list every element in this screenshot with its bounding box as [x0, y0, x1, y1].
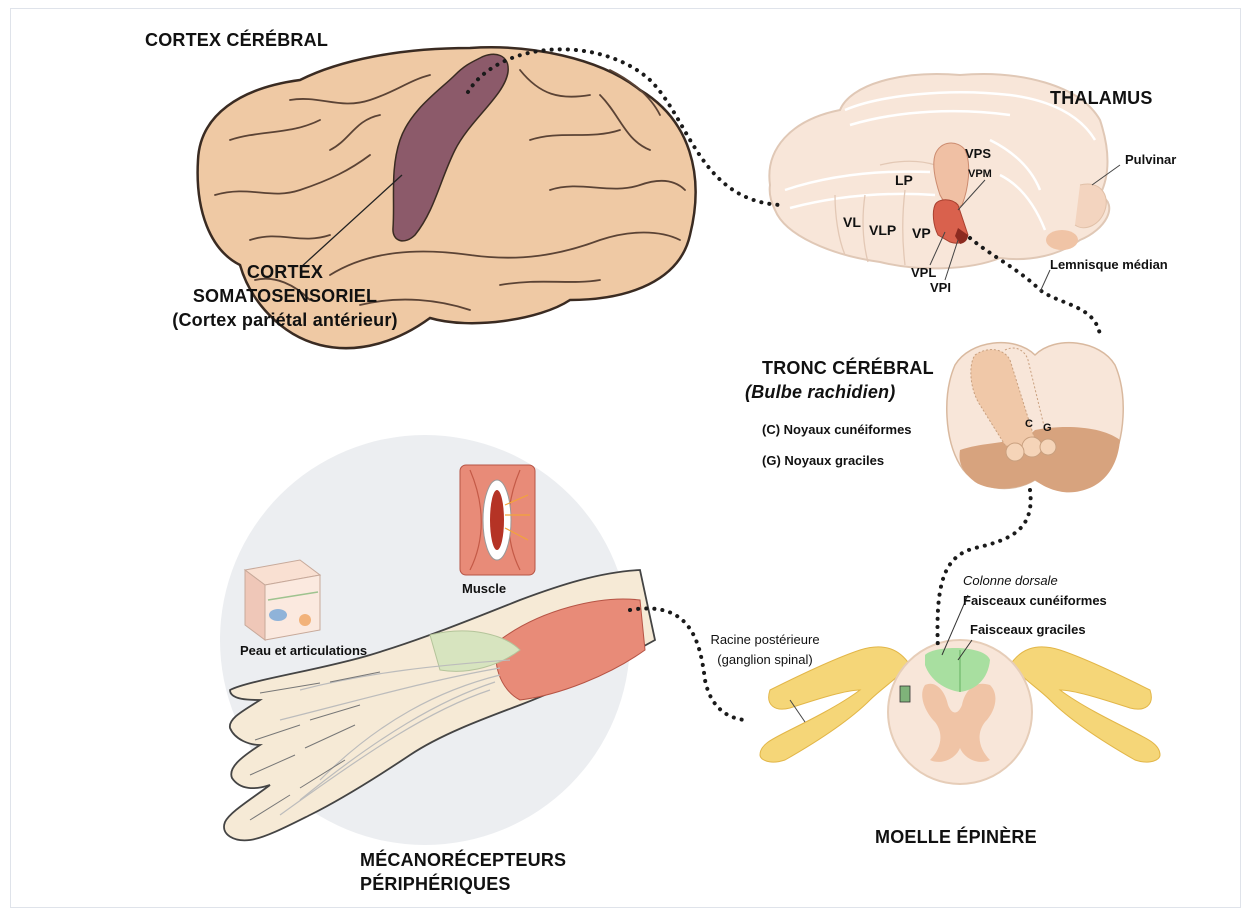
spinal-cord-illustration [760, 595, 1160, 784]
nucleus-cuneatus [1022, 437, 1042, 457]
bulbe-rachidien-subtitle: (Bulbe rachidien) [745, 382, 895, 403]
thalamus-small-body [1046, 230, 1078, 250]
cortex-somato-line2: SOMATOSENSORIEL [190, 286, 380, 307]
dorsal-root-entry [900, 686, 910, 702]
vpl-label: VPL [911, 265, 936, 280]
moelle-epiniere-title: MOELLE ÉPINÈRE [875, 827, 1037, 848]
lemnisque-label: Lemnisque médian [1050, 257, 1168, 272]
vl-label: VL [843, 214, 861, 230]
vpm-label: VPM [968, 168, 992, 180]
pulvinar-label: Pulvinar [1125, 152, 1176, 167]
vps-label: VPS [965, 146, 991, 161]
nucleus-gracilis [1040, 439, 1056, 455]
muscle-inset [460, 465, 535, 575]
noyaux-cuneiformes-label: (C) Noyaux cunéiformes [762, 422, 912, 437]
cortex-somato-line3: (Cortex pariétal antérieur) [150, 310, 420, 331]
faisceaux-cuneiformes-label: Faisceaux cunéiformes [963, 593, 1107, 608]
racine-posterieure-label: Racine postérieure [695, 632, 835, 647]
lp-label: LP [895, 172, 913, 188]
muscle-label: Muscle [462, 581, 506, 596]
mecanorecepteurs-title-line1: MÉCANORÉCEPTEURS [360, 850, 566, 871]
noyaux-graciles-label: (G) Noyaux graciles [762, 453, 884, 468]
ganglion-spinal-label: (ganglion spinal) [695, 652, 835, 667]
thalamus-title: THALAMUS [1050, 88, 1153, 109]
colonne-dorsale-label: Colonne dorsale [963, 573, 1058, 588]
faisceaux-graciles-label: Faisceaux graciles [970, 622, 1086, 637]
medulla-illustration [947, 343, 1123, 493]
tronc-cerebral-title: TRONC CÉRÉBRAL [762, 358, 934, 379]
vpi-label: VPI [930, 280, 951, 295]
cortex-somato-line1: CORTEX [205, 262, 365, 283]
c-marker: C [1025, 418, 1033, 430]
vlp-label: VLP [869, 222, 896, 238]
mecanorecepteurs-title-line2: PÉRIPHÉRIQUES [360, 874, 511, 895]
g-marker: G [1043, 422, 1052, 434]
peau-label: Peau et articulations [240, 643, 367, 658]
vp-label: VP [912, 225, 931, 241]
skin-block-inset [245, 560, 320, 640]
lemnisque-pointer-line [1040, 270, 1050, 292]
cortex-cerebral-title: CORTEX CÉRÉBRAL [145, 30, 328, 51]
mechanoreceptors-illustration [220, 435, 655, 845]
